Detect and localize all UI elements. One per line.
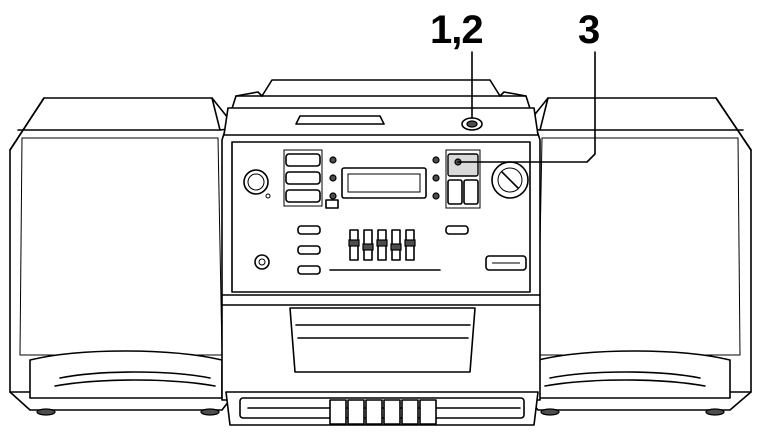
tape-buttons-left[interactable] <box>297 225 321 275</box>
power-button[interactable] <box>461 117 483 131</box>
function-button[interactable] <box>447 153 479 177</box>
left-speaker <box>9 97 237 416</box>
small-button[interactable] <box>325 199 339 209</box>
function-buttons-left[interactable] <box>283 149 323 207</box>
tuning-dial[interactable] <box>491 161 529 199</box>
headphone-jack <box>254 254 270 270</box>
lcd-display <box>341 167 427 199</box>
handle-grip <box>485 255 527 271</box>
callout-label-power: 1,2 <box>430 8 484 52</box>
indicator-lights-left <box>329 156 337 200</box>
tape-button-right[interactable] <box>445 225 469 235</box>
indicator-lights-right <box>432 156 440 200</box>
equalizer-sliders[interactable] <box>348 229 416 261</box>
cd-control-buttons[interactable] <box>445 149 481 209</box>
cassette-transport-buttons[interactable] <box>329 399 437 425</box>
volume-knob[interactable] <box>243 169 271 199</box>
right-speaker <box>523 97 752 416</box>
callout-leaders <box>457 51 596 163</box>
callout-label-function: 3 <box>578 8 600 52</box>
